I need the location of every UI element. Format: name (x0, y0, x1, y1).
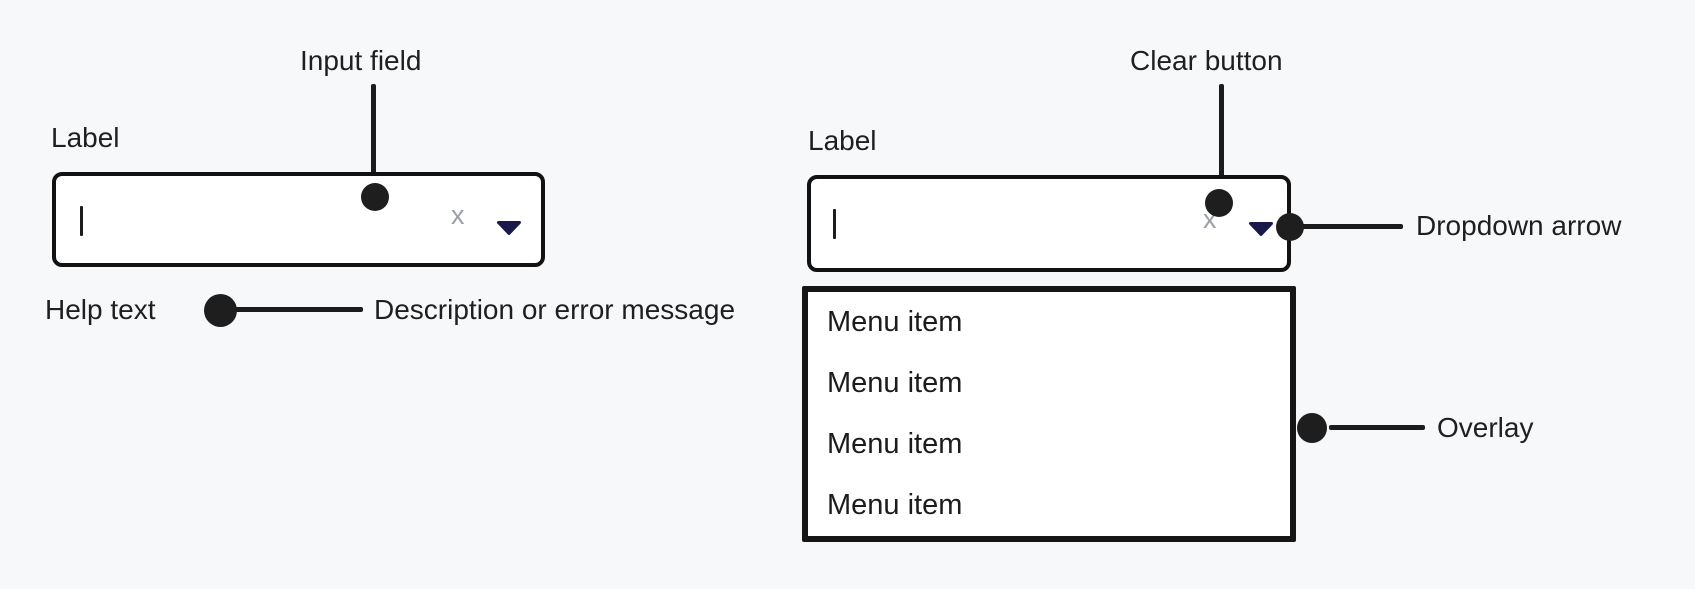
combobox-label: Label (51, 122, 120, 153)
annotation-clear-button: Clear button (1130, 45, 1283, 76)
dropdown-arrow-icon[interactable] (1248, 221, 1274, 237)
help-text: Help text (45, 294, 156, 325)
combobox-input[interactable]: x (52, 172, 545, 267)
dropdown-arrow-icon[interactable] (496, 220, 522, 236)
dropdown-menu-overlay: Menu item Menu item Menu item Menu item (802, 286, 1296, 542)
annotation-help-description: Description or error message (374, 294, 736, 325)
annotation-line (1219, 84, 1224, 196)
clear-icon[interactable]: x (451, 200, 465, 230)
menu-item[interactable]: Menu item (827, 306, 963, 338)
annotation-dot (1276, 213, 1304, 241)
annotation-dot (1297, 413, 1327, 443)
menu-item[interactable]: Menu item (827, 428, 963, 460)
annotation-line (1329, 425, 1425, 430)
annotation-dot (361, 183, 389, 211)
combobox-label: Label (808, 125, 877, 156)
annotation-line (371, 84, 376, 188)
annotation-dropdown-arrow: Dropdown arrow (1416, 210, 1622, 241)
annotation-overlay: Overlay (1437, 412, 1534, 443)
annotation-dot (204, 294, 237, 327)
annotation-line (235, 307, 363, 312)
combobox-input[interactable]: x (807, 175, 1291, 272)
annotation-input-field: Input field (300, 45, 422, 76)
annotation-dot (1205, 189, 1233, 217)
text-cursor (80, 206, 83, 236)
combobox-input-inner: x (56, 176, 541, 263)
text-cursor (833, 209, 836, 239)
menu-item[interactable]: Menu item (827, 489, 963, 521)
menu-item[interactable]: Menu item (827, 367, 963, 399)
annotation-line (1298, 224, 1403, 229)
